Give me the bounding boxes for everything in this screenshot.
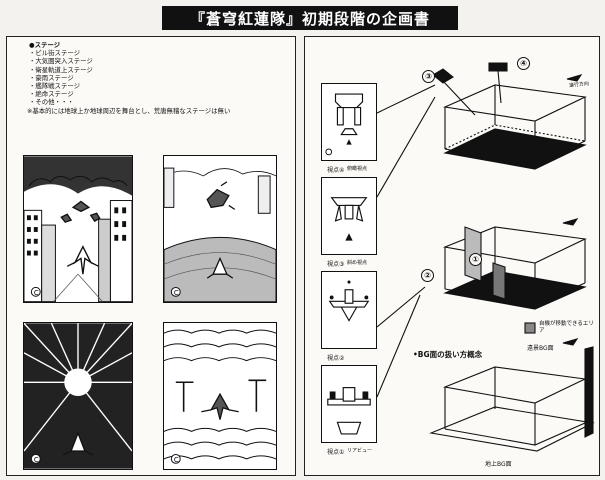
stage-item: ・ビル街ステージ [29,49,80,58]
viewpoint-1-sub: リアビュー [347,448,373,454]
svg-text:C: C [174,456,179,464]
orbit-stage-sketch: C [23,322,133,470]
storm-stage-sketch: C [163,322,277,470]
stage-list: ●ステージ ・ビル街ステージ ・大気圏突入ステージ ・衛星軌道上ステージ ・豪雨… [27,41,231,115]
stage-item: ・その他・・・ [29,98,74,107]
camera-view-sheet: 視点④ 俯瞰視点 視点③ 斜め視点 視点② [304,36,600,476]
svg-text:C: C [34,289,39,297]
viewpoint-3-illustration [330,197,368,241]
viewpoint-4-caption: 視点④ [327,167,345,174]
stage-list-heading: ●ステージ [29,41,61,49]
viewpoint-4-illustration [325,93,364,156]
far-bg-label: 遠景BG面 [527,345,554,352]
viewpoint-4-panel [321,83,377,161]
viewpoint-1-panel [321,365,377,443]
stage-item: ・大気圏突入ステージ [29,57,93,66]
viewpoint-3-sub: 斜め視点 [347,260,368,266]
viewpoint-4-sub: 俯瞰視点 [347,166,368,172]
viewpoint-3-caption: 視点③ [327,261,345,268]
camera-marker-1: ① [469,253,482,266]
stage-list-note: ※基本的には地球上か地球周辺を舞台とし、荒唐無稽なステージは無い [27,106,231,115]
bg-concept-heading: •BG面の扱い方概念 [413,350,483,359]
stage-item: ・豪雨ステージ [29,73,74,82]
camera-marker-3: ③ [422,70,435,83]
viewpoint-2-panel [321,271,377,349]
svg-text:C: C [174,289,179,297]
ground-bg-label: 地上BG面 [485,461,512,468]
viewpoint-1-caption: 視点① [327,449,345,456]
camera-diagram [376,62,595,452]
camera-marker-2: ② [421,269,434,282]
atmosphere-stage-illustration: C [164,156,276,302]
viewpoint-1-illustration [327,387,371,435]
city-stage-illustration: C [24,156,132,302]
stage-sheet: ●ステージ ・ビル街ステージ ・大気圏突入ステージ ・衛星軌道上ステージ ・豪雨… [6,36,296,476]
viewpoint-2-caption: 視点② [327,355,345,362]
city-stage-sketch: C [23,155,133,303]
viewpoint-3-panel [321,177,377,255]
movable-area-note: 自機が移動できるエリア [539,321,594,334]
page-title: 『蒼穹紅蓮隊』初期段階の企画書 [162,6,458,30]
viewpoint-2-illustration [328,280,370,322]
stage-item: ・艦隊戦ステージ [29,82,80,91]
camera-marker-4: ④ [517,57,530,70]
stage-item: ・絶命ステージ [29,90,74,99]
storm-stage-illustration: C [164,323,276,469]
stage-item: ・衛星軌道上ステージ [29,65,93,74]
atmosphere-stage-sketch: C [163,155,277,303]
orbit-stage-illustration: C [24,323,132,469]
svg-text:C: C [34,456,39,464]
